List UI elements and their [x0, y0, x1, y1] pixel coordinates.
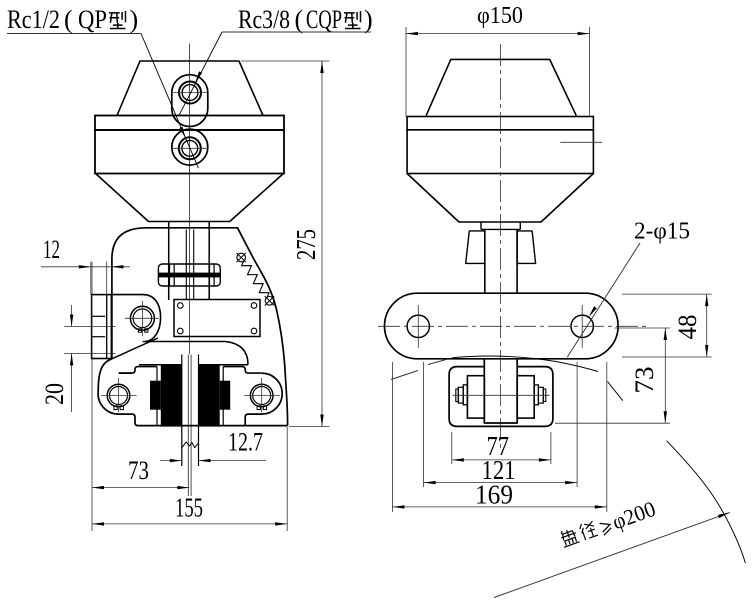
svg-text:): ) — [364, 5, 373, 34]
svg-text:CQP: CQP — [306, 5, 342, 34]
svg-text:48: 48 — [673, 315, 702, 340]
svg-text:(: ( — [64, 5, 73, 34]
svg-text:20: 20 — [40, 383, 69, 405]
svg-text:73: 73 — [128, 456, 149, 485]
svg-text:QP: QP — [78, 5, 107, 34]
svg-text:12.7: 12.7 — [228, 428, 263, 457]
svg-text:121: 121 — [482, 455, 516, 485]
svg-text:Rc3/8: Rc3/8 — [238, 5, 290, 34]
svg-text:73: 73 — [630, 367, 659, 394]
svg-text:77: 77 — [487, 431, 510, 461]
svg-text:275: 275 — [291, 229, 321, 260]
svg-text:φ150: φ150 — [477, 3, 523, 29]
svg-text:2-φ15: 2-φ15 — [634, 218, 690, 245]
svg-text:155: 155 — [175, 493, 203, 523]
svg-text:(: ( — [295, 5, 304, 34]
svg-text:12: 12 — [43, 235, 60, 264]
svg-text:): ) — [130, 5, 139, 34]
svg-text:169: 169 — [475, 480, 513, 510]
svg-text:Rc1/2: Rc1/2 — [7, 5, 60, 34]
